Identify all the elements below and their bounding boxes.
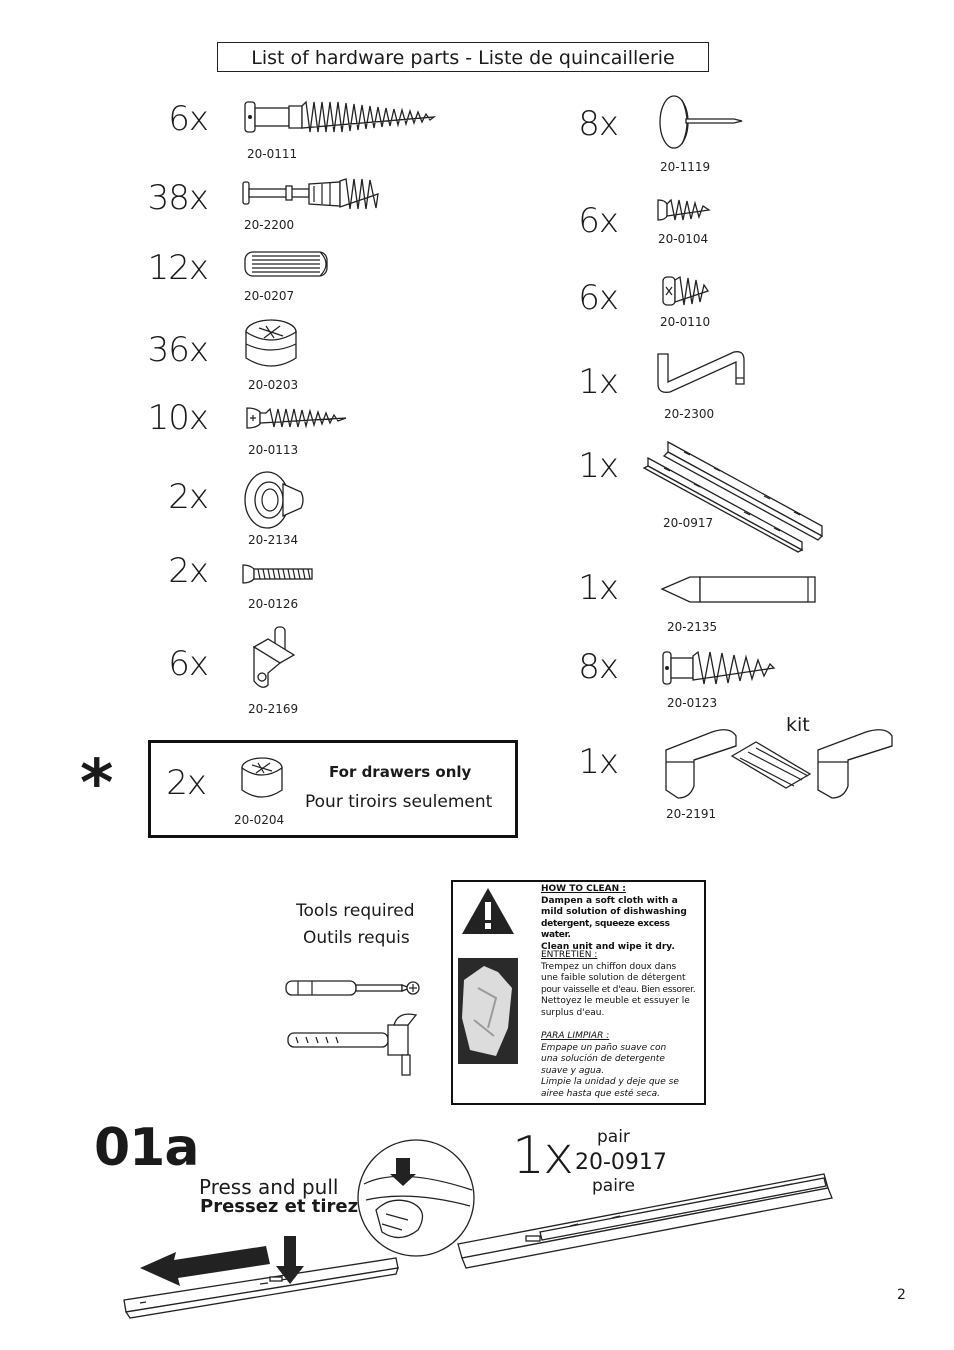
part-quantity: 6x xyxy=(578,201,619,241)
part-code: 20-0111 xyxy=(247,147,298,161)
page-title: List of hardware parts - Liste de quinca… xyxy=(217,42,709,72)
part-code: 20-0126 xyxy=(248,597,299,611)
part-code: 20-0203 xyxy=(248,378,299,392)
part-quantity: 6x xyxy=(168,644,209,684)
zoom-detail-icon xyxy=(357,1139,475,1257)
slide-assembly-illustration xyxy=(123,1139,833,1319)
cleaning-es: PARA LIMPIAR : Empape un paño suave con … xyxy=(541,1031,701,1100)
touch-up-marker-icon xyxy=(660,576,816,603)
corner-protector-kit-icon xyxy=(665,729,893,799)
cleaning-es-line: una solución de detergente xyxy=(541,1054,665,1064)
step-instruction-fr: Pressez et tirez xyxy=(200,1196,359,1217)
cleaning-es-line: Empape un paño suave con xyxy=(541,1042,667,1053)
cleaning-fr-title: ENTRETIEN : xyxy=(541,950,598,960)
part-code: 20-2200 xyxy=(244,218,295,232)
part-code: 20-2134 xyxy=(248,533,299,547)
furniture-glide-icon xyxy=(659,95,743,149)
wood-screw-icon xyxy=(246,407,347,429)
cleaning-es-title: PARA LIMPIAR : xyxy=(541,1031,610,1041)
part-code: 20-2135 xyxy=(667,620,718,634)
cleaning-instructions-box xyxy=(451,880,706,1105)
cleaning-fr-line: surplus d'eau. xyxy=(541,1007,605,1018)
cleaning-en: HOW TO CLEAN : Dampen a soft cloth with … xyxy=(541,884,701,953)
cleaning-fr-line: pour vaisselle et d'eau. Bien essorer. xyxy=(541,984,696,995)
allen-key-icon xyxy=(657,351,745,393)
part-quantity: 6x xyxy=(578,278,619,318)
drawers-only-label: For drawers only xyxy=(329,763,472,781)
step-instruction-en: Press and pull xyxy=(199,1175,339,1199)
part-quantity: 2x xyxy=(166,763,207,803)
part-code: 20-2169 xyxy=(248,702,299,716)
part-quantity: 2x xyxy=(168,477,209,517)
part-code: 20-0110 xyxy=(660,315,711,329)
drawers-only-label-fr: Pour tiroirs seulement xyxy=(305,792,493,812)
page-number: 2 xyxy=(897,1287,906,1303)
press-arrow-icon xyxy=(276,1236,304,1284)
insert-nut-icon xyxy=(662,275,710,306)
part-quantity: 38x xyxy=(147,178,209,218)
part-code: 20-0204 xyxy=(234,813,285,827)
pull-arrow-icon xyxy=(140,1246,270,1286)
cleaning-es-line: suave y agua. xyxy=(541,1065,605,1076)
cleaning-es-line: Limpie la unidad y deje que se xyxy=(541,1077,679,1087)
cleaning-fr-line: Nettoyez le meuble et essuyer le xyxy=(541,996,690,1006)
shelf-support-icon xyxy=(252,626,296,688)
step-number: 01a xyxy=(94,1118,199,1178)
part-quantity: 2x xyxy=(168,551,209,591)
tools-required-label: Tools required xyxy=(296,901,415,921)
cam-lock-icon xyxy=(241,757,283,798)
part-code: 20-0917 xyxy=(663,516,714,530)
step-pair-fr: paire xyxy=(592,1176,636,1196)
part-code: 20-1119 xyxy=(660,160,711,174)
asterisk-mark: * xyxy=(80,747,114,821)
part-quantity: 12x xyxy=(147,248,209,288)
cleaning-fr-line: Trempez un chiffon doux dans xyxy=(541,961,677,972)
wood-dowel-icon xyxy=(244,251,328,277)
part-code: 20-0207 xyxy=(244,289,295,303)
drawers-only-box xyxy=(148,740,518,838)
warning-icon xyxy=(462,888,514,934)
machine-screw-icon xyxy=(242,564,313,584)
part-code: 20-0123 xyxy=(667,696,718,710)
cleaning-en-line: mild solution of dishwashing xyxy=(541,907,687,917)
kit-label: kit xyxy=(786,714,810,736)
part-quantity: 6x xyxy=(168,99,209,139)
tools-icon xyxy=(285,980,420,1076)
part-quantity: 10x xyxy=(147,398,209,438)
part-quantity: 1x xyxy=(578,446,619,486)
part-quantity: 1x xyxy=(578,568,619,608)
cleaning-fr-line: une faible solution de détergent xyxy=(541,973,686,983)
cleaning-en-title: HOW TO CLEAN : xyxy=(541,884,626,894)
step-part-code: 20-0917 xyxy=(575,1150,667,1175)
part-code: 20-2300 xyxy=(664,407,715,421)
connector-bolt-icon xyxy=(244,100,437,133)
tools-required-label-fr: Outils requis xyxy=(303,928,410,948)
step-quantity: 1x xyxy=(512,1126,574,1186)
screwdriver-icon xyxy=(285,980,420,996)
connector-screw-icon xyxy=(662,650,776,685)
step-pair-en: pair xyxy=(597,1127,630,1147)
part-quantity: 1x xyxy=(578,742,619,782)
drawer-slides-icon xyxy=(642,440,824,553)
part-code: 20-2191 xyxy=(666,807,717,821)
cam-bolt-icon xyxy=(242,178,379,210)
cleaning-en-line: Clean unit and wipe it dry. xyxy=(541,941,675,952)
cleaning-en-line: detergent, squeeze excess water. xyxy=(541,918,670,941)
part-quantity: 1x xyxy=(578,362,619,402)
part-quantity: 36x xyxy=(147,330,209,370)
part-code: 20-0104 xyxy=(658,232,709,246)
short-screw-icon xyxy=(657,198,711,221)
part-code: 20-0113 xyxy=(248,443,299,457)
cam-lock-icon xyxy=(245,319,297,367)
hammer-icon xyxy=(287,1013,418,1076)
cloth-icon xyxy=(458,958,518,1064)
cleaning-es-line: airee hasta que esté seca. xyxy=(541,1088,660,1099)
knob-icon xyxy=(244,471,304,529)
cleaning-en-line: Dampen a soft cloth with a xyxy=(541,895,678,906)
cleaning-fr: ENTRETIEN : Trempez un chiffon doux dans… xyxy=(541,950,703,1019)
part-quantity: 8x xyxy=(578,104,619,144)
part-quantity: 8x xyxy=(578,647,619,687)
